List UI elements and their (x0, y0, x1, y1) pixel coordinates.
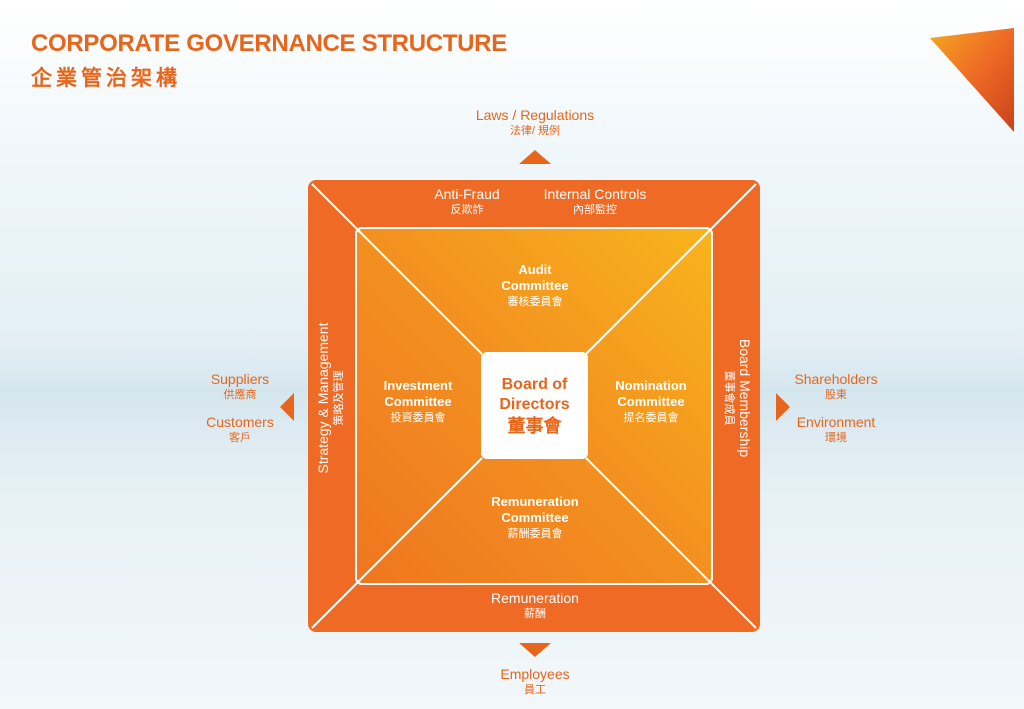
remuneration-committee: Remuneration Committee 薪酬委員會 (491, 494, 579, 540)
suppliers-label: Suppliers 供應商 (210, 371, 270, 401)
arrow-up-icon (519, 150, 551, 164)
board-membership-label: Board Membership 董事會成員 (723, 338, 753, 458)
page-title-chinese: 企業管治架構 (31, 67, 181, 90)
remuneration-label: Remuneration 薪酬 (491, 590, 579, 620)
corner-decoration (930, 28, 1014, 132)
employees-label: Employees 員工 (500, 666, 570, 696)
arrow-right-icon (776, 393, 790, 421)
nomination-committee: Nomination Committee 提名委員會 (615, 378, 687, 424)
board-of-directors: Board of Directors 董事會 (481, 352, 588, 459)
investment-committee: Investment Committee 投資委員會 (383, 378, 453, 424)
arrow-down-icon (519, 643, 551, 657)
shareholders-label: Shareholders 股東 (794, 371, 878, 401)
page-title: CORPORATE GOVERNANCE STRUCTURE (31, 30, 507, 57)
customers-label: Customers 客戶 (206, 414, 274, 444)
laws-regulations-label: Laws / Regulations 法律/ 規例 (475, 107, 595, 137)
anti-fraud-label: Anti-Fraud 反欺詐 (434, 186, 500, 216)
strategy-management-label: Strategy & Management 策略及管理 (315, 322, 345, 474)
arrow-left-icon (280, 393, 294, 421)
environment-label: Environment 環境 (796, 414, 876, 444)
audit-committee: Audit Committee 審核委員會 (501, 262, 569, 308)
internal-controls-label: Internal Controls 內部監控 (543, 186, 647, 216)
